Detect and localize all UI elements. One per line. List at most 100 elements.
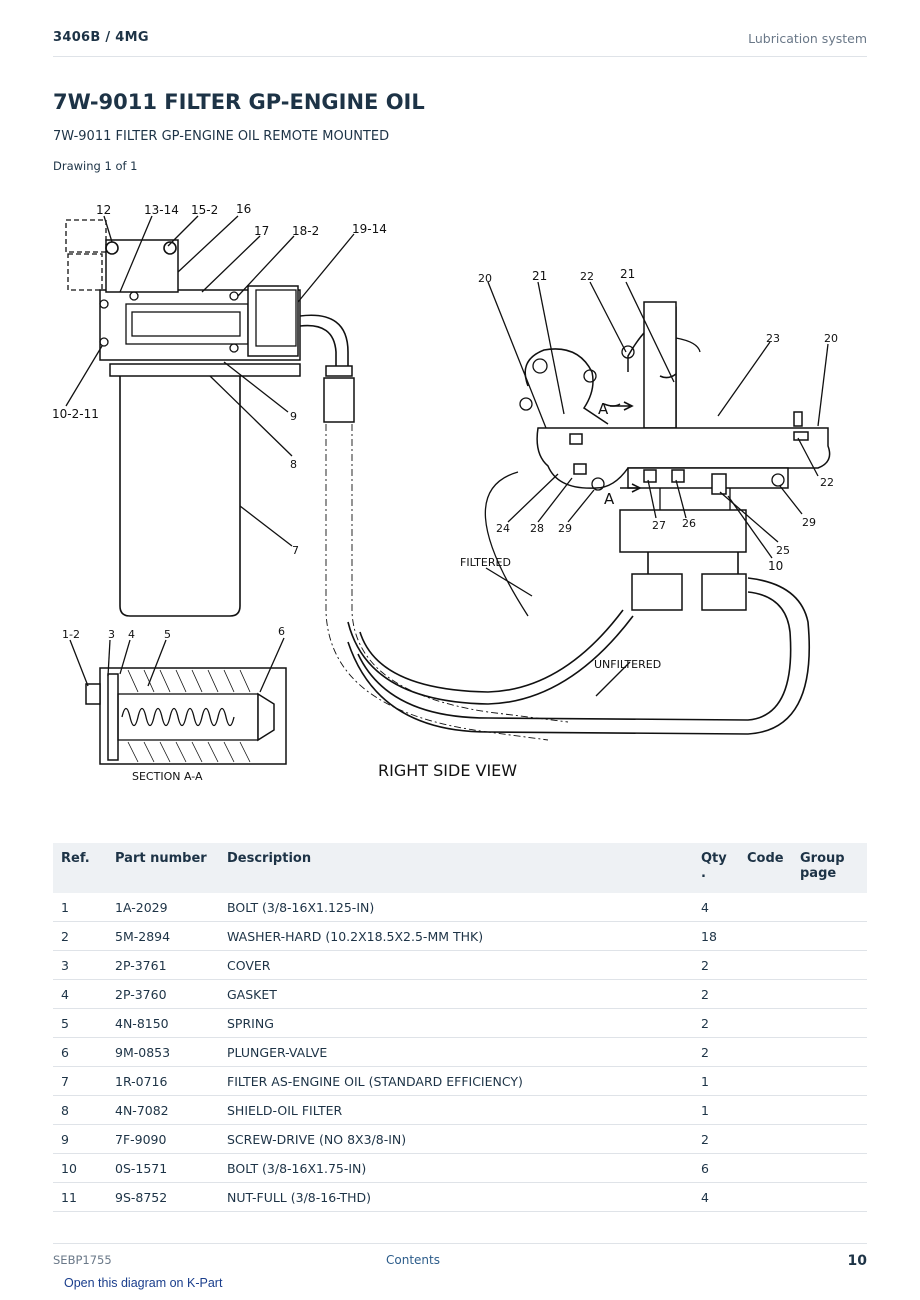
cell-qty: 4 xyxy=(693,1182,739,1212)
cell-description: SHIELD-OIL FILTER xyxy=(219,1095,693,1125)
cell-group-page xyxy=(792,921,867,951)
diagram-svg: 12 13-14 15-2 16 17 18-2 19-14 10-2-11 9… xyxy=(52,202,838,783)
cell-part-number: 2P-3761 xyxy=(107,950,219,980)
cell-group-page xyxy=(792,1037,867,1067)
cell-qty: 2 xyxy=(693,979,739,1009)
callout-1-2: 1-2 xyxy=(62,628,80,641)
col-code: Code xyxy=(739,843,792,893)
callout-29b: 29 xyxy=(558,522,572,535)
callout-22: 22 xyxy=(580,270,594,283)
callout-21b: 21 xyxy=(620,267,635,281)
callout-25: 25 xyxy=(776,544,790,557)
cell-part-number: 5M-2894 xyxy=(107,921,219,951)
cell-ref: 10 xyxy=(53,1153,107,1183)
callout-16: 16 xyxy=(236,202,251,216)
callout-13-14: 13-14 xyxy=(144,203,179,217)
cell-code xyxy=(739,1066,792,1096)
cell-group-page xyxy=(792,893,867,922)
page-number: 10 xyxy=(847,1253,867,1269)
callout-7: 7 xyxy=(292,544,299,557)
callout-21: 21 xyxy=(532,269,547,283)
cell-description: NUT-FULL (3/8-16-THD) xyxy=(219,1182,693,1212)
callout-23: 23 xyxy=(766,332,780,345)
callout-19-14: 19-14 xyxy=(352,222,387,236)
callout-22b: 22 xyxy=(820,476,834,489)
label-right-side-view: RIGHT SIDE VIEW xyxy=(378,761,517,780)
callout-15-2: 15-2 xyxy=(191,203,218,217)
cell-group-page xyxy=(792,1066,867,1096)
cell-description: COVER xyxy=(219,950,693,980)
page-title: 7W-9011 FILTER GP-ENGINE OIL xyxy=(53,90,425,114)
spring-coil xyxy=(121,707,235,727)
section-mark-top: A xyxy=(598,400,609,418)
cell-code xyxy=(739,979,792,1009)
callout-3: 3 xyxy=(108,628,115,641)
cell-ref: 4 xyxy=(53,979,107,1009)
cell-qty: 1 xyxy=(693,1066,739,1096)
cell-qty: 2 xyxy=(693,1124,739,1154)
section-aa-drawing xyxy=(85,667,287,765)
col-qty: Qty . xyxy=(693,843,739,893)
cell-description: GASKET xyxy=(219,979,693,1009)
section-hatching xyxy=(127,669,251,763)
callout-labels: 12 13-14 15-2 16 17 18-2 19-14 10-2-11 9… xyxy=(52,202,838,641)
cell-group-page xyxy=(792,1182,867,1212)
cell-qty: 2 xyxy=(693,1037,739,1067)
filter-base-drawing xyxy=(65,219,301,617)
cell-code xyxy=(739,1124,792,1154)
cell-code xyxy=(739,1153,792,1183)
parts-diagram: 12 13-14 15-2 16 17 18-2 19-14 10-2-11 9… xyxy=(48,192,868,802)
callout-26: 26 xyxy=(682,517,696,530)
cell-code xyxy=(739,1008,792,1038)
cell-code xyxy=(739,1095,792,1125)
cell-qty: 6 xyxy=(693,1153,739,1183)
cell-group-page xyxy=(792,1095,867,1125)
cell-ref: 2 xyxy=(53,921,107,951)
cell-part-number: 4N-8150 xyxy=(107,1008,219,1038)
callout-27: 27 xyxy=(652,519,666,532)
callout-24: 24 xyxy=(496,522,510,535)
cell-group-page xyxy=(792,1124,867,1154)
callout-6: 6 xyxy=(278,625,285,638)
cell-qty: 1 xyxy=(693,1095,739,1125)
callout-10-2-11: 10-2-11 xyxy=(52,407,99,421)
cell-code xyxy=(739,893,792,922)
cell-qty: 2 xyxy=(693,950,739,980)
cell-part-number: 0S-1571 xyxy=(107,1153,219,1183)
kpart-link[interactable]: Open this diagram on K-Part xyxy=(64,1276,223,1290)
callout-8: 8 xyxy=(290,458,297,471)
cell-description: BOLT (3/8-16X1.75-IN) xyxy=(219,1153,693,1183)
right-view-drawing xyxy=(519,301,831,553)
cell-ref: 3 xyxy=(53,950,107,980)
cell-code xyxy=(739,921,792,951)
cell-group-page xyxy=(792,979,867,1009)
cell-group-page xyxy=(792,1153,867,1183)
cell-code xyxy=(739,1182,792,1212)
cell-part-number: 4N-7082 xyxy=(107,1095,219,1125)
callout-28: 28 xyxy=(530,522,544,535)
cell-code xyxy=(739,950,792,980)
cell-description: SCREW-DRIVE (NO 8X3/8-IN) xyxy=(219,1124,693,1154)
model-label: 3406B / 4MG xyxy=(53,30,149,45)
page-header: 3406B / 4MG Lubrication system xyxy=(53,28,867,57)
col-description: Description xyxy=(219,843,693,893)
label-section-aa: SECTION A-A xyxy=(132,770,203,783)
callout-12: 12 xyxy=(96,203,111,217)
cell-part-number: 1A-2029 xyxy=(107,893,219,922)
label-unfiltered: UNFILTERED xyxy=(594,658,661,671)
cell-description: SPRING xyxy=(219,1008,693,1038)
contents-link[interactable]: Contents xyxy=(386,1253,440,1267)
cell-part-number: 9S-8752 xyxy=(107,1182,219,1212)
section-label: Lubrication system xyxy=(748,31,867,46)
cell-group-page xyxy=(792,1008,867,1038)
